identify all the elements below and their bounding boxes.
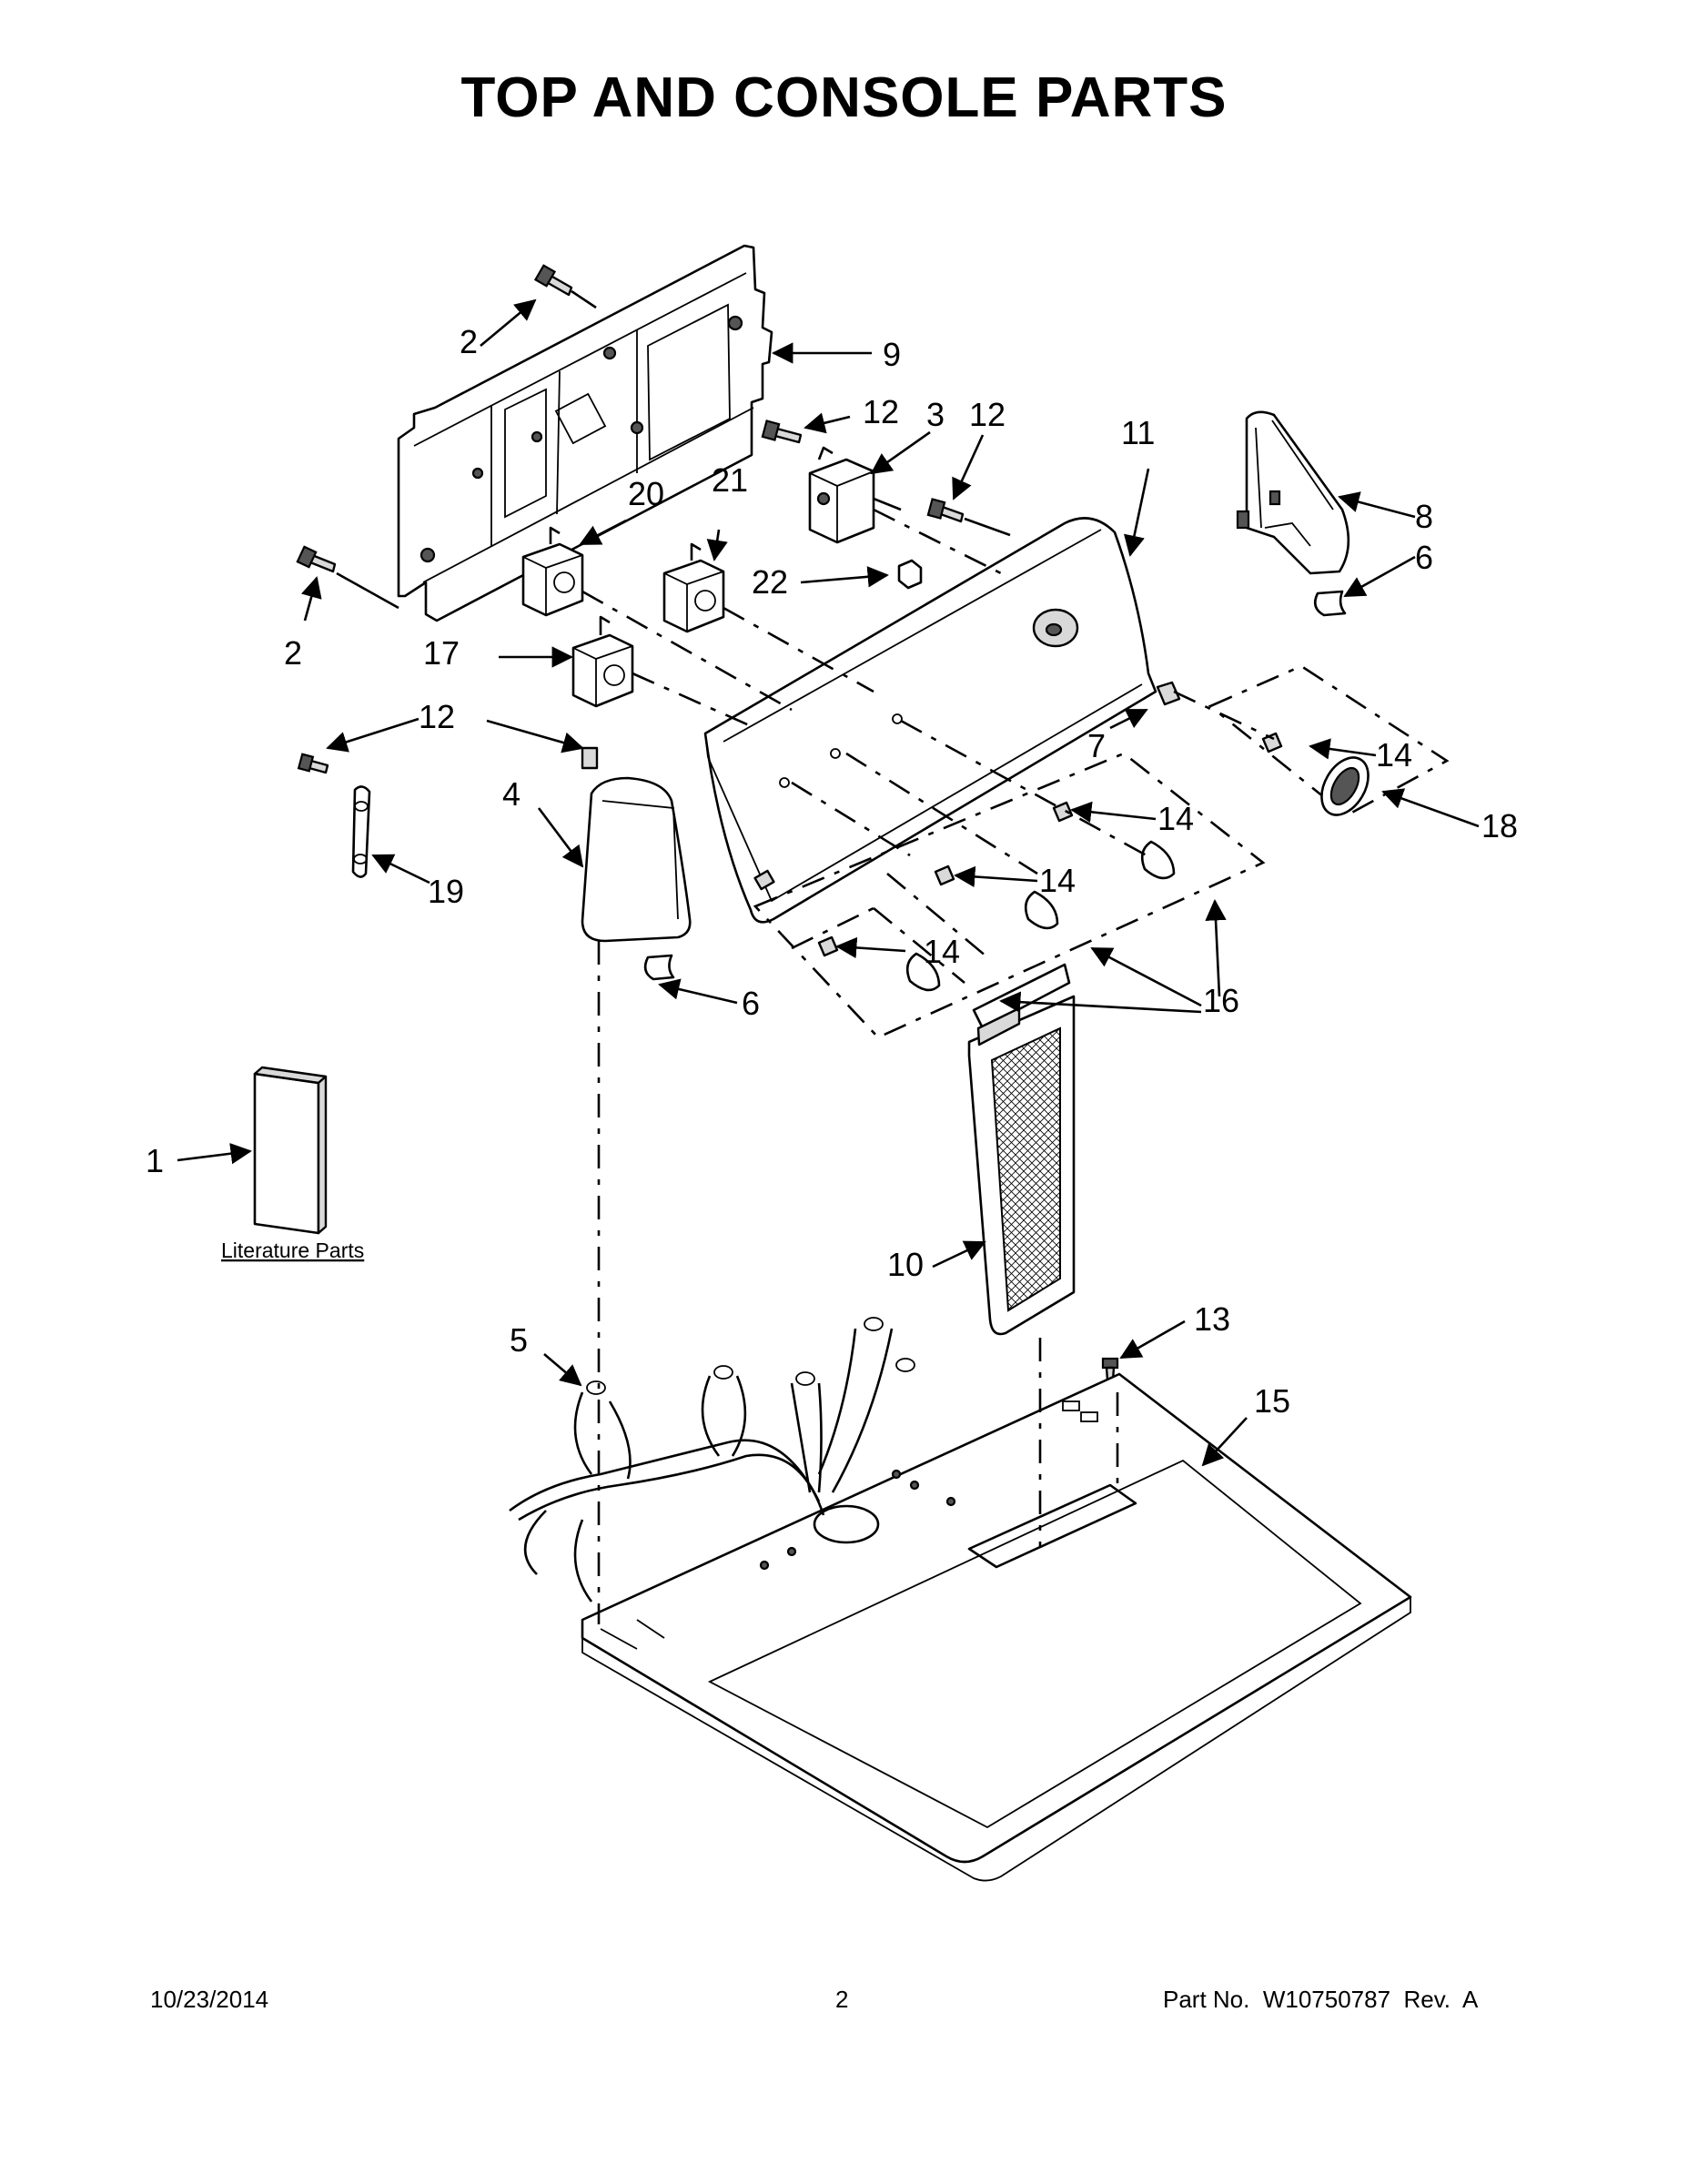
callout-14-knob-3: 14 (924, 933, 960, 970)
top-panel (581, 1372, 1412, 1882)
callout-20: 20 (628, 475, 664, 512)
callout-12-timer-left: 12 (863, 393, 899, 430)
callouts: 2 9 12 3 12 11 8 6 20 21 22 2 17 7 14 18… (146, 323, 1518, 1420)
callout-14-knob-1: 14 (1157, 800, 1194, 837)
lint-filter (967, 963, 1076, 1336)
callout-1: 1 (146, 1142, 164, 1179)
knob-shaft (1156, 681, 1181, 706)
callout-7: 7 (1087, 727, 1106, 764)
screw-left (296, 545, 399, 610)
callout-14-knob-assembly: 14 (1376, 736, 1412, 774)
callout-19: 19 (428, 873, 464, 910)
callout-12-timer-right: 12 (969, 396, 1006, 433)
callout-2-left: 2 (284, 634, 302, 672)
end-cap-left (581, 746, 692, 981)
end-cap-right (1236, 410, 1350, 617)
switch-21 (662, 542, 725, 633)
callout-18: 18 (1481, 807, 1518, 844)
switch-17 (571, 615, 634, 708)
page-title: TOP AND CONSOLE PARTS (460, 66, 1228, 129)
clip-19 (297, 753, 371, 878)
callout-8: 8 (1415, 498, 1433, 535)
callout-12-left: 12 (419, 698, 455, 735)
callout-6-right: 6 (1415, 539, 1433, 576)
literature-label: Literature Parts (221, 1239, 364, 1262)
callout-21: 21 (712, 461, 748, 499)
timer (808, 446, 902, 544)
screw-timer-left (761, 420, 803, 444)
alignment-lines (581, 508, 1275, 1624)
callout-5: 5 (510, 1321, 528, 1359)
callout-10: 10 (887, 1246, 924, 1283)
callout-6-left: 6 (742, 985, 760, 1022)
callout-3: 3 (926, 396, 945, 433)
footer-date: 10/23/2014 (150, 1986, 269, 2013)
callout-2-top: 2 (460, 323, 478, 360)
footer-part-number: Part No. W10750787 Rev. A (1163, 1986, 1479, 2013)
switch-cap-22 (897, 559, 923, 590)
callout-14-knob-2: 14 (1039, 862, 1076, 899)
callout-15: 15 (1254, 1382, 1290, 1420)
control-panel-bracket (397, 244, 773, 622)
screw-top (533, 264, 597, 309)
screw-timer-right (926, 498, 1011, 537)
callout-16: 16 (1203, 982, 1239, 1019)
timer-knob-assembly (1208, 664, 1450, 817)
callout-9: 9 (883, 336, 901, 373)
leader-lines (177, 298, 1480, 1467)
callout-22: 22 (752, 563, 788, 601)
console (703, 517, 1157, 924)
footer-page-number: 2 (835, 1986, 849, 2013)
knob-kit (753, 752, 1266, 1039)
literature-booklet (253, 1066, 328, 1235)
callout-17: 17 (423, 634, 460, 672)
switch-20 (521, 526, 584, 617)
wire-harness (509, 1317, 915, 1603)
callout-4: 4 (502, 775, 521, 813)
callout-13: 13 (1194, 1300, 1230, 1338)
callout-11: 11 (1121, 414, 1155, 451)
